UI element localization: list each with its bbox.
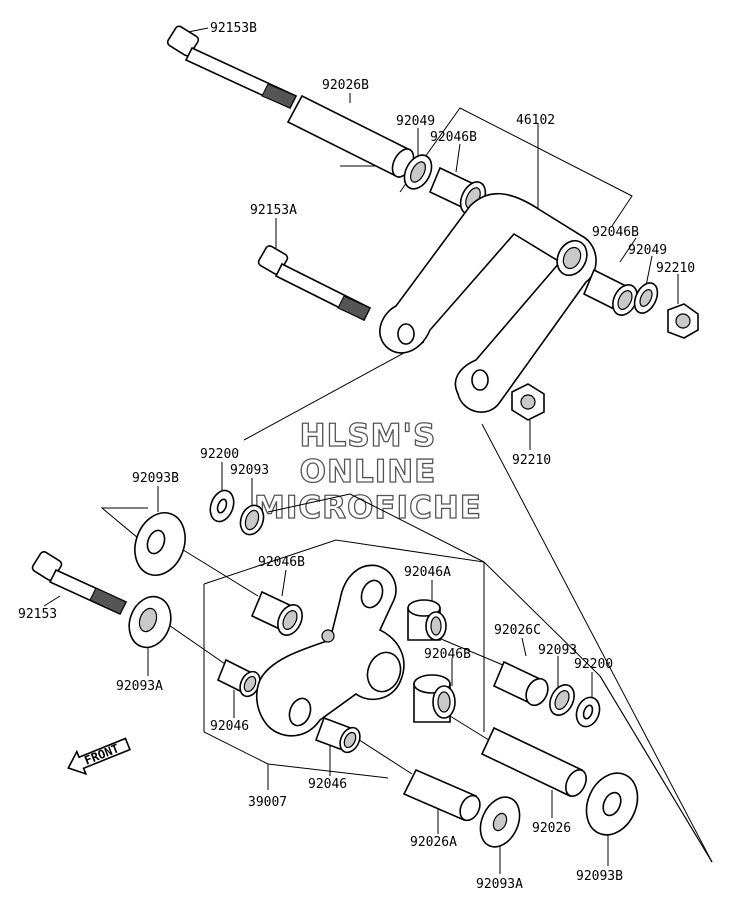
label-92046-left: 92046 xyxy=(210,719,249,734)
nut-92210-low xyxy=(511,383,545,421)
seal-92093-right xyxy=(549,684,575,716)
sleeve-92026 xyxy=(480,726,587,798)
watermark-line-2: ONLINE xyxy=(300,454,437,490)
label-39007: 39007 xyxy=(248,795,287,810)
watermark-line-1: HLSM'S xyxy=(300,418,437,454)
label-92210-low: 92210 xyxy=(512,453,551,468)
seal-92049-top xyxy=(403,154,433,190)
rocker-39007 xyxy=(255,564,405,737)
label-92093-left: 92093 xyxy=(230,463,269,478)
washer-92200-right xyxy=(575,696,601,728)
label-92026: 92026 xyxy=(532,821,571,836)
link-46102 xyxy=(379,192,597,413)
watermark-line-3: MICROFICHE xyxy=(254,490,482,526)
label-92200-right: 92200 xyxy=(574,657,613,672)
label-92153: 92153 xyxy=(18,607,57,622)
sleeve-92026C xyxy=(492,660,549,707)
label-46102: 46102 xyxy=(516,113,555,128)
seal-92049-right xyxy=(633,282,659,314)
sleeve-92026B xyxy=(286,94,415,178)
sleeve-92026A xyxy=(402,768,481,822)
seal-92093-left xyxy=(239,504,265,536)
label-92046B-mid: 92046B xyxy=(258,555,305,570)
collar-92093B-right xyxy=(585,772,639,836)
label-92046B-right: 92046B xyxy=(592,225,639,240)
label-92046-low: 92046 xyxy=(308,777,347,792)
label-92026A: 92026A xyxy=(410,835,457,850)
bearing-92046B-right xyxy=(582,268,638,316)
bolt-92153B xyxy=(166,25,298,110)
washer-92200-left xyxy=(209,489,235,523)
label-92093-right: 92093 xyxy=(538,643,577,658)
collar-92093A-bottom xyxy=(479,796,521,848)
label-92153B: 92153B xyxy=(210,21,257,36)
label-92153A: 92153A xyxy=(250,203,297,218)
label-92093A-bottom: 92093A xyxy=(476,877,523,892)
nut-92210-right xyxy=(667,303,699,339)
bearing-92046A xyxy=(407,599,447,641)
upper-assembly xyxy=(166,25,699,421)
label-92200-left: 92200 xyxy=(200,447,239,462)
collar-92093A-left xyxy=(128,595,172,649)
label-92093B-left: 92093B xyxy=(132,471,179,486)
label-92046A: 92046A xyxy=(404,565,451,580)
label-92093A-left: 92093A xyxy=(116,679,163,694)
front-label: FRONT xyxy=(82,741,121,768)
label-92046B-top: 92046B xyxy=(430,130,477,145)
label-92210-right: 92210 xyxy=(656,261,695,276)
bearing-92046B-lower xyxy=(413,674,456,723)
front-arrow: FRONT xyxy=(67,737,131,776)
part-labels: 92153B 92026B 92049 46102 92046B 92153A … xyxy=(18,21,695,892)
label-92026C: 92026C xyxy=(494,623,541,638)
label-92093B-right: 92093B xyxy=(576,869,623,884)
bearing-92046B-top xyxy=(428,166,487,215)
bolt-92153 xyxy=(31,551,128,616)
label-92046B-lower: 92046B xyxy=(424,647,471,662)
label-92026B: 92026B xyxy=(322,78,369,93)
collar-92093B-left xyxy=(134,512,186,576)
watermark: HLSM'S ONLINE MICROFICHE xyxy=(253,417,482,526)
bearing-92046-low xyxy=(314,716,361,754)
bolt-92153A xyxy=(257,245,372,322)
label-92049-right: 92049 xyxy=(628,243,667,258)
label-92049-top: 92049 xyxy=(396,114,435,129)
leader-lines xyxy=(43,27,713,874)
bearing-92046B-mid xyxy=(250,590,303,636)
lower-assembly xyxy=(31,489,639,848)
